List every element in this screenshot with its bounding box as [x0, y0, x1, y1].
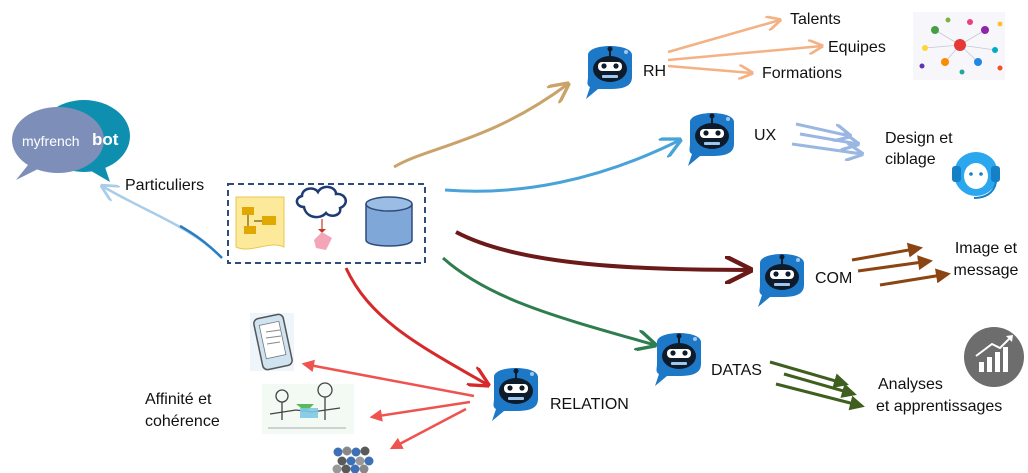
ux-output-arrow-2 — [799, 134, 858, 144]
handshake-icon — [262, 382, 354, 434]
robot-icon-datas — [654, 332, 702, 387]
datas-result-line2: et apprentissages — [876, 398, 1003, 415]
rh-item-equipes: Equipes — [828, 39, 886, 56]
rh-label: RH — [643, 63, 667, 80]
central-process-box — [227, 183, 426, 264]
rh-item-formations: Formations — [762, 65, 843, 82]
com-result-line2: message — [953, 262, 1019, 279]
robot-icon-com — [757, 253, 805, 308]
logo-text-right: bot — [92, 130, 119, 149]
com-label: COM — [815, 270, 853, 287]
ux-label: UX — [754, 127, 777, 144]
com-result-line1: Image et — [954, 240, 1018, 257]
particuliers-label: Particuliers — [125, 177, 205, 194]
phone-icon — [250, 313, 294, 371]
com-output-arrow-3 — [879, 268, 951, 287]
database-icon — [365, 196, 413, 247]
rh-talents-arrow — [667, 20, 780, 54]
datas-branch-arrow — [442, 256, 655, 345]
rh-item-talents: Talents — [790, 11, 841, 28]
datas-label: DATAS — [711, 362, 762, 379]
com-output-arrow-2 — [857, 255, 933, 273]
relation-phone-arrow — [301, 359, 475, 398]
datas-output-arrow-2 — [783, 372, 857, 398]
network-people-icon — [913, 12, 1005, 80]
crowd-icon — [332, 446, 374, 473]
ux-branch-arrow — [444, 140, 680, 193]
robot-icon-rh — [585, 45, 633, 100]
ux-result-line1: Design et — [885, 130, 953, 147]
relation-label: RELATION — [550, 396, 629, 413]
headset-icon — [952, 152, 1000, 199]
cloud-icon — [295, 185, 348, 250]
relation-result-line2: cohérence — [145, 413, 220, 430]
logo-text-left: myfrench — [22, 133, 80, 149]
robot-icon-ux — [687, 112, 735, 167]
relation-handshake-arrow — [369, 400, 471, 422]
datas-result-line1: Analyses — [878, 376, 943, 393]
particuliers-arrow — [102, 186, 223, 259]
rh-equipes-arrow — [667, 46, 822, 62]
myfrenchbot-logo: myfrench bot — [12, 100, 130, 182]
ux-output-arrow-3 — [791, 142, 862, 154]
ux-result-line2: ciblage — [885, 151, 936, 168]
relation-branch-arrow — [344, 267, 488, 385]
relation-crowd-arrow — [389, 407, 467, 450]
rh-branch-arrow — [393, 84, 568, 169]
com-output-arrow-1 — [851, 242, 923, 262]
rh-formations-arrow — [667, 66, 752, 73]
datas-output-arrow-3 — [775, 382, 865, 411]
datas-output-arrow-1 — [769, 360, 849, 388]
com-branch-arrow — [455, 230, 750, 270]
relation-result-line1: Affinité et — [145, 391, 212, 408]
robot-icon-relation — [491, 367, 539, 422]
flowchart-icon — [235, 196, 285, 250]
growth-chart-icon — [964, 327, 1024, 387]
